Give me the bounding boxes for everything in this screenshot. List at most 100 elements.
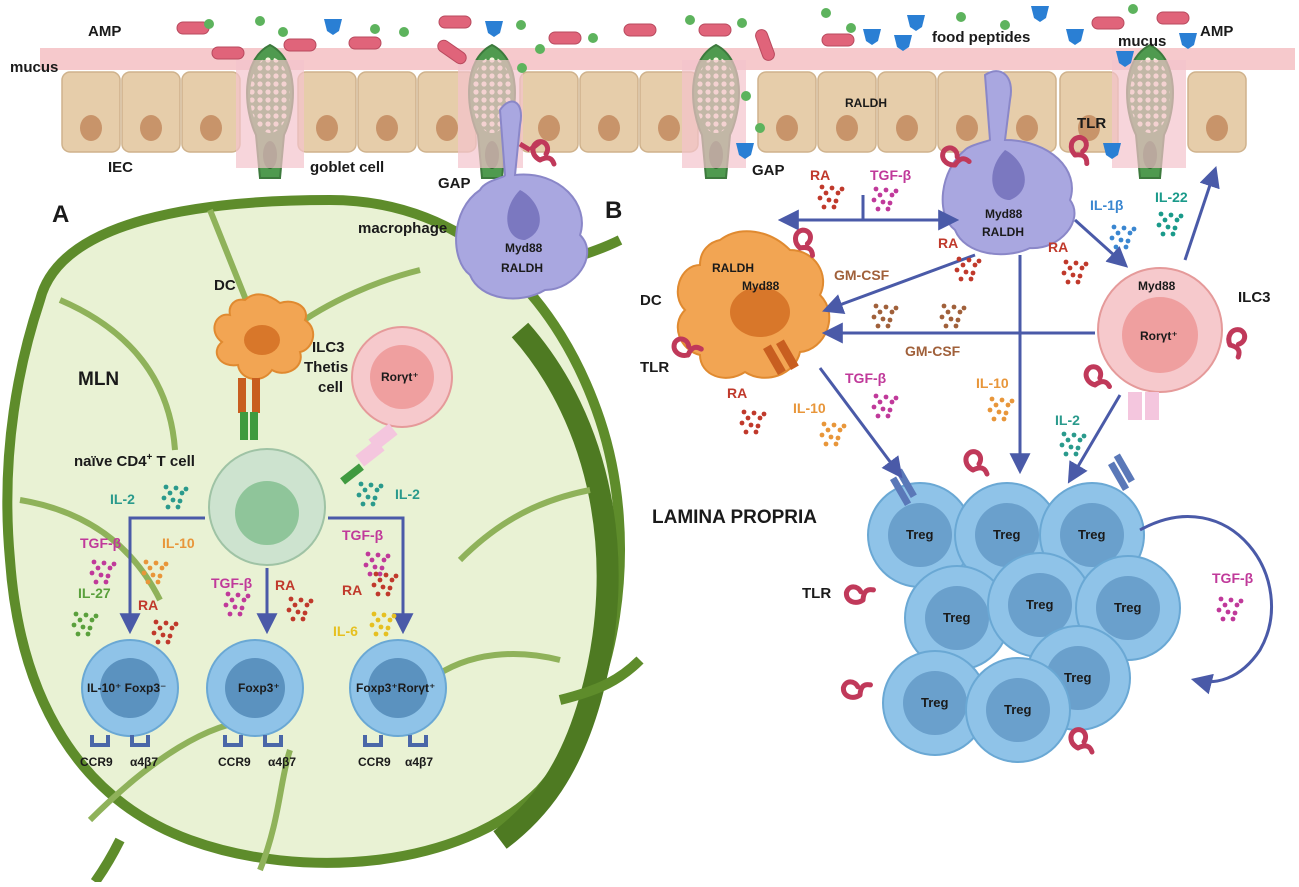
cytokine-cluster <box>1156 211 1184 237</box>
ra-top-label: RA <box>810 167 830 183</box>
treg-label: Treg <box>906 527 934 542</box>
cytokine-dot <box>885 206 891 212</box>
cytokine-dot <box>873 393 879 399</box>
antigen-dot <box>517 63 527 73</box>
cytokine-cluster <box>987 396 1015 422</box>
cytokine-cluster <box>871 393 899 419</box>
treg-label: Treg <box>943 610 971 625</box>
antigen-dot <box>755 123 765 133</box>
cytokine-dot <box>991 416 997 422</box>
tgfb-left-label: TGF-β <box>80 535 122 551</box>
foxp3-cell <box>206 639 304 747</box>
cytokine-dot <box>755 423 761 429</box>
cytokine-dot <box>893 305 899 311</box>
cytokine-dot <box>241 597 247 603</box>
mac-b-myd88: Myd88 <box>985 207 1023 221</box>
cytokine-dot <box>960 262 966 268</box>
macrophage-a-raldh: RALDH <box>501 261 543 275</box>
cytokine-dot <box>1238 598 1244 604</box>
cytokine-dot <box>945 309 951 315</box>
treg-nucleus <box>986 678 1050 742</box>
cytokine-dot <box>957 309 963 315</box>
cytokine-dot <box>956 256 962 262</box>
a4b7-label-3: α4β7 <box>405 755 433 769</box>
cytokine-dot <box>1121 225 1127 231</box>
cytokine-dot <box>873 303 879 309</box>
cytokine-dot <box>143 559 149 565</box>
cytokine-dot <box>298 597 304 603</box>
cytokine-dot <box>85 631 91 637</box>
tlr-icon <box>1068 727 1095 755</box>
iec-nucleus <box>80 115 102 141</box>
cytokine-dot <box>75 631 81 637</box>
cytokine-dot <box>1005 402 1011 408</box>
cytokine-dot <box>889 309 895 315</box>
treg-nucleus <box>975 503 1039 567</box>
epithelium <box>40 43 1295 179</box>
cytokine-dot <box>883 187 889 193</box>
cytokine-cluster <box>369 611 397 637</box>
cytokine-cluster <box>161 484 189 510</box>
cytokine-dot <box>183 486 189 492</box>
cytokine-dot <box>159 565 165 571</box>
cytokine-dot <box>1063 259 1069 265</box>
tlr-icon <box>843 584 876 605</box>
amp-left-label: AMP <box>88 23 121 40</box>
cytokine-dot <box>833 441 839 447</box>
bacterium-icon <box>548 31 582 45</box>
cytokine-dot <box>93 579 99 585</box>
labels-panel-a: A MLN DC ILC3 Thetis cell Rorγt⁺ naïve C… <box>52 201 435 769</box>
dc-b <box>676 230 831 379</box>
treg-label: Treg <box>993 527 1021 542</box>
cytokine-dot <box>368 482 374 488</box>
foxp3-rorgt-label: Foxp3⁺Rorγt⁺ <box>356 681 435 695</box>
tgfb-top-label: TGF-β <box>870 167 912 183</box>
cytokine-dot <box>993 402 999 408</box>
cytokine-dot <box>373 631 379 637</box>
cytokine-dot <box>761 411 767 417</box>
cytokine-dot <box>83 612 89 618</box>
treg-label: Treg <box>1114 600 1142 615</box>
il2-left-label: IL-2 <box>110 491 135 507</box>
cytokine-dot <box>167 490 173 496</box>
cytokine-dot <box>169 625 175 631</box>
cytokine-dot <box>101 560 107 566</box>
antigen-dot <box>821 8 831 18</box>
tlr-icon <box>530 139 557 167</box>
ccr9-label-3: CCR9 <box>358 755 391 769</box>
iec-nucleus <box>200 115 222 141</box>
antigen-dot <box>370 24 380 34</box>
cytokine-dot <box>153 560 159 566</box>
cytokine-dot <box>91 559 97 565</box>
tgfb-right-label: TGF-β <box>342 527 384 543</box>
cytokine-dot <box>1162 217 1168 223</box>
cytokine-dot <box>831 422 837 428</box>
cytokine-dot <box>71 622 77 628</box>
cytokine-dot <box>147 565 153 571</box>
cytokine-dot <box>968 276 974 282</box>
tlr-shape <box>843 584 876 605</box>
iec-cell <box>757 71 817 153</box>
cytokine-dot <box>837 427 843 433</box>
tlr-icon <box>1083 364 1112 390</box>
cytokine-dot <box>989 396 995 402</box>
cytokine-dot <box>378 483 384 489</box>
cytokine-dot <box>1071 432 1077 438</box>
tcr-receptor <box>890 476 912 506</box>
tcr-receptor <box>1113 453 1135 484</box>
bacterium-icon <box>1156 11 1190 25</box>
cytokine-dot <box>393 573 399 579</box>
cytokine-dot <box>1113 244 1119 250</box>
treg-cell: Treg <box>867 482 973 588</box>
cytokine-dot <box>286 607 292 613</box>
cytokine-dot <box>358 481 364 487</box>
cytokine-dot <box>1003 410 1009 416</box>
cytokine-dot <box>883 394 889 400</box>
cytokine-dot <box>73 611 79 617</box>
iec-cell <box>357 71 417 153</box>
ccr9-label-1: CCR9 <box>80 755 113 769</box>
ra-right-b-label: RA <box>1048 239 1068 255</box>
antigen-dot <box>255 16 265 26</box>
cytokine-dot <box>232 604 238 610</box>
ccr9-label-2: CCR9 <box>218 755 251 769</box>
